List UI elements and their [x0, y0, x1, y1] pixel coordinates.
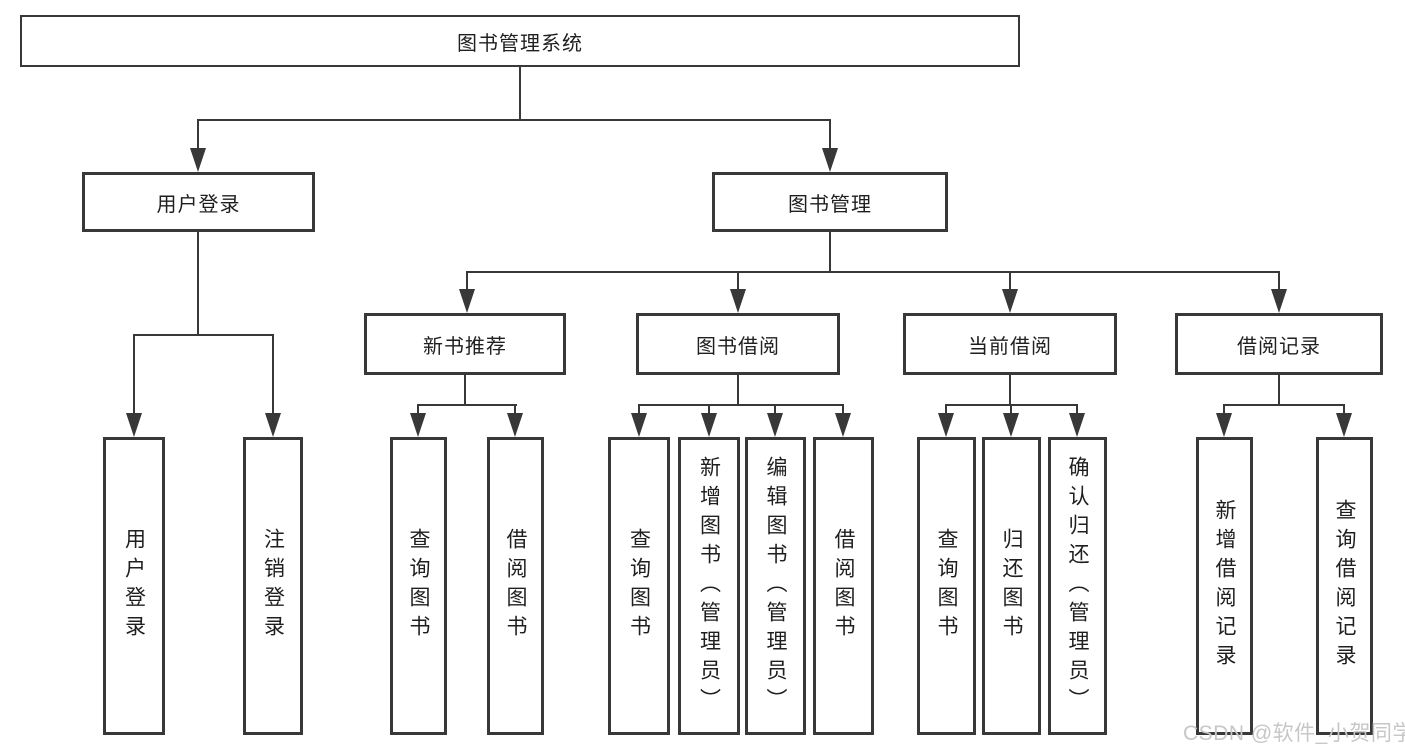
arrow-down-icon	[410, 413, 426, 437]
leaf-confirm-return-admin: 确认归还（管理员）	[1048, 437, 1107, 735]
arrow-down-icon	[822, 148, 838, 172]
arrow-down-icon	[1216, 413, 1232, 437]
node-root: 图书管理系统	[20, 15, 1020, 67]
leaf-query-books-borrow-label: 查询图书	[627, 528, 651, 644]
node-book-management-label: 图书管理	[788, 193, 872, 216]
arrow-down-icon	[631, 413, 647, 437]
node-book-management: 图书管理	[712, 172, 948, 232]
leaf-borrow-books-borrow-label: 借阅图书	[832, 528, 855, 644]
arrow-down-icon	[459, 289, 475, 313]
connector-line	[197, 232, 199, 336]
leaf-query-borrow-record-label: 查询借阅记录	[1333, 499, 1356, 673]
node-root-label: 图书管理系统	[457, 32, 583, 55]
leaf-edit-book-admin-label: 编辑图书（管理员）	[764, 455, 787, 717]
connector-line	[829, 232, 831, 273]
node-new-book-recommend: 新书推荐	[364, 313, 566, 375]
connector-line	[133, 334, 135, 434]
leaf-borrow-books-recommend: 借阅图书	[487, 437, 544, 735]
arrow-down-icon	[701, 413, 717, 437]
node-borrow-records: 借阅记录	[1175, 313, 1383, 375]
connector-line	[197, 119, 831, 121]
leaf-edit-book-admin: 编辑图书（管理员）	[745, 437, 806, 735]
arrow-down-icon	[190, 148, 206, 172]
leaf-add-borrow-record: 新增借阅记录	[1196, 437, 1253, 735]
leaf-borrow-books-recommend-label: 借阅图书	[504, 528, 527, 644]
connector-line	[638, 404, 844, 406]
leaf-add-book-admin: 新增图书（管理员）	[678, 437, 740, 735]
leaf-query-books-current: 查询图书	[917, 437, 976, 735]
connector-line	[272, 334, 274, 434]
connector-line	[133, 334, 274, 336]
arrow-down-icon	[1003, 413, 1019, 437]
node-user-login: 用户登录	[82, 172, 315, 232]
leaf-add-book-admin-label: 新增图书（管理员）	[697, 455, 721, 717]
leaf-query-books-borrow: 查询图书	[608, 437, 670, 735]
arrow-down-icon	[835, 413, 851, 437]
connector-line	[417, 404, 517, 406]
connector-line	[464, 375, 466, 406]
node-current-borrow: 当前借阅	[903, 313, 1117, 375]
csdn-watermark: CSDN @软件_小贺同学	[1183, 722, 1405, 745]
arrow-down-icon	[265, 413, 281, 437]
arrow-down-icon	[1069, 413, 1085, 437]
connector-line	[466, 271, 1280, 273]
leaf-user-login-label: 用户登录	[122, 528, 146, 644]
leaf-query-books-recommend-label: 查询图书	[407, 528, 430, 644]
leaf-query-borrow-record: 查询借阅记录	[1316, 437, 1373, 735]
arrow-down-icon	[507, 413, 523, 437]
arrow-down-icon	[938, 413, 954, 437]
arrow-down-icon	[1271, 289, 1287, 313]
node-borrow-records-label: 借阅记录	[1237, 335, 1321, 358]
leaf-add-borrow-record-label: 新增借阅记录	[1213, 499, 1236, 673]
connector-line	[829, 119, 831, 169]
arrow-down-icon	[730, 289, 746, 313]
leaf-return-books: 归还图书	[982, 437, 1041, 735]
connector-line	[1009, 375, 1011, 406]
arrow-down-icon	[767, 413, 783, 437]
node-new-book-recommend-label: 新书推荐	[423, 335, 507, 358]
leaf-logout: 注销登录	[243, 437, 303, 735]
leaf-borrow-books-borrow: 借阅图书	[813, 437, 874, 735]
leaf-query-books-recommend: 查询图书	[390, 437, 447, 735]
leaf-confirm-return-admin-label: 确认归还（管理员）	[1066, 455, 1089, 717]
leaf-user-login: 用户登录	[103, 437, 165, 735]
node-current-borrow-label: 当前借阅	[968, 335, 1052, 358]
arrow-down-icon	[1002, 289, 1018, 313]
connector-line	[197, 119, 199, 169]
leaf-return-books-label: 归还图书	[1000, 528, 1023, 644]
node-user-login-label: 用户登录	[156, 193, 241, 216]
connector-line	[1278, 375, 1280, 406]
connector-line	[519, 67, 521, 120]
connector-line	[1223, 404, 1345, 406]
leaf-logout-label: 注销登录	[261, 528, 285, 644]
connector-line	[737, 375, 739, 406]
arrow-down-icon	[126, 413, 142, 437]
node-book-borrow: 图书借阅	[636, 313, 840, 375]
leaf-query-books-current-label: 查询图书	[935, 528, 958, 644]
node-book-borrow-label: 图书借阅	[696, 335, 780, 358]
arrow-down-icon	[1336, 413, 1352, 437]
